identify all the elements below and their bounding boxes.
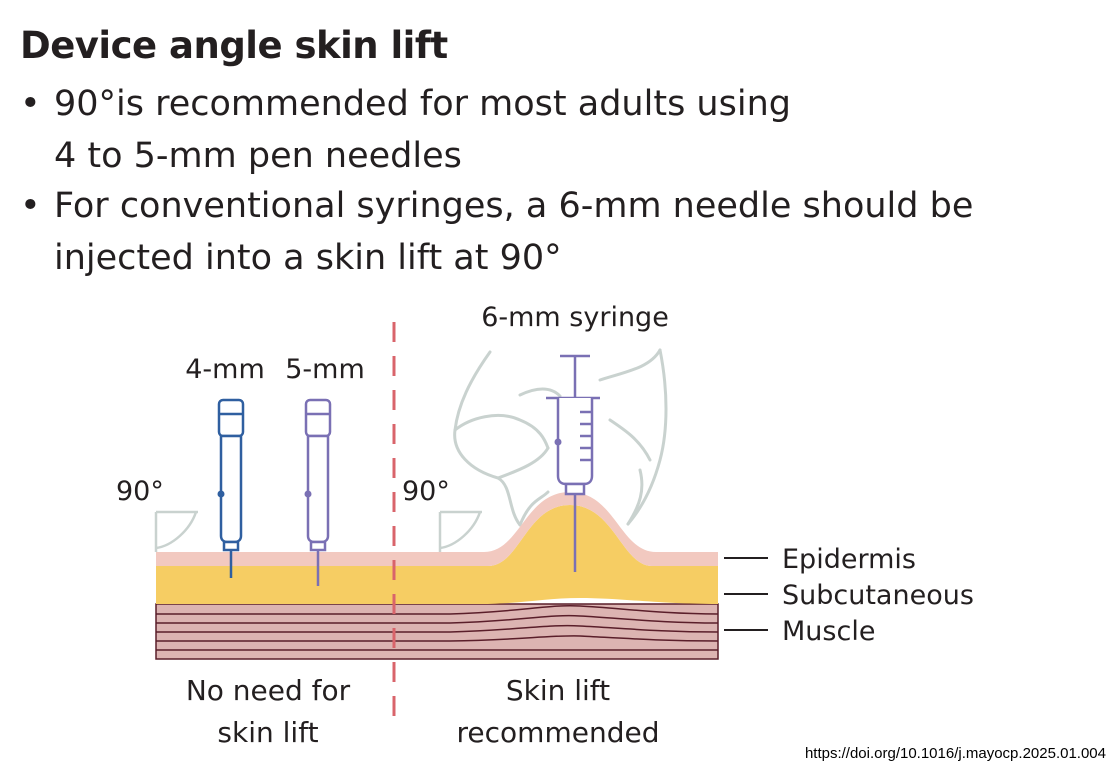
- right-angle-marker-left: [154, 510, 198, 552]
- pen-needle-4mm: [217, 398, 245, 578]
- bullet-text-line: injected into a skin lift at 90°: [54, 238, 562, 278]
- bullet-dot: •: [20, 84, 41, 124]
- syringe-label: 6-mm syringe: [481, 302, 669, 333]
- hand-outline-icon: [453, 348, 668, 527]
- caption-left-line-1: No need for: [186, 674, 351, 707]
- caption-right-line-2: recommended: [457, 716, 660, 749]
- bullet-text-line: 4 to 5-mm pen needles: [54, 136, 462, 176]
- subcutaneous-layer: [156, 505, 718, 604]
- epidermis-layer: [156, 492, 718, 566]
- layer-label-muscle: Muscle: [782, 616, 875, 647]
- bullet-text-line: For conventional syringes, a 6-mm needle…: [54, 186, 974, 226]
- muscle-fibers: [156, 604, 719, 651]
- page-title: Device angle skin lift: [20, 24, 448, 67]
- bullet-dot: •: [20, 186, 41, 226]
- right-angle-marker-right: [438, 510, 482, 552]
- needle-5mm-label: 5-mm: [285, 354, 365, 385]
- bullet-text-line: 90°is recommended for most adults using: [54, 84, 791, 124]
- caption-right-line-1: Skin lift: [506, 674, 610, 707]
- syringe-6mm: [546, 354, 600, 572]
- needle-4mm-label: 4-mm: [185, 354, 265, 385]
- angle-label-left: 90°: [116, 476, 164, 507]
- caption-left-line-2: skin lift: [217, 716, 318, 749]
- source-doi: https://doi.org/10.1016/j.mayocp.2025.01…: [804, 745, 1106, 762]
- layer-label-subcutaneous: Subcutaneous: [782, 580, 974, 611]
- angle-label-right: 90°: [402, 476, 450, 507]
- layer-label-epidermis: Epidermis: [782, 544, 916, 575]
- pen-needle-5mm: [304, 398, 332, 586]
